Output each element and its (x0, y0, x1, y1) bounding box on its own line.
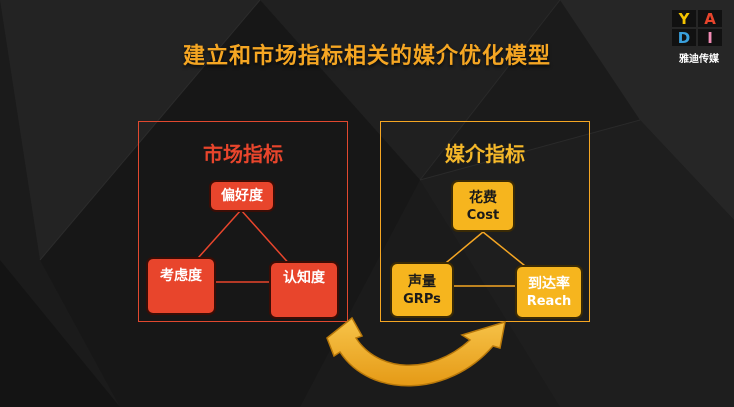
reach-node: 到达率 Reach (515, 265, 583, 319)
preference-node: 偏好度 (209, 180, 275, 212)
market-metrics-panel: 市场指标 偏好度 考虑度 认知度 (138, 121, 348, 322)
cost-node: 花费 Cost (451, 180, 515, 232)
page-title: 建立和市场指标相关的媒介优化模型 (182, 44, 551, 69)
svg-text:I: I (707, 29, 713, 47)
svg-text:Y: Y (678, 10, 691, 28)
brand-logo: Y A D I 雅迪传媒 (670, 8, 728, 65)
logo-mark-icon: Y A D I (672, 10, 722, 47)
media-metrics-panel: 媒介指标 花费 Cost 声量 GRPs 到达率 Reach (380, 121, 590, 322)
logo-text: 雅迪传媒 (679, 54, 719, 65)
svg-text:D: D (678, 29, 690, 47)
market-metrics-title: 市场指标 (203, 142, 283, 166)
consideration-node: 考虑度 (146, 257, 216, 315)
awareness-node: 认知度 (269, 261, 339, 319)
svg-text:A: A (704, 10, 716, 28)
media-metrics-title: 媒介指标 (445, 142, 525, 166)
grps-node: 声量 GRPs (390, 262, 454, 318)
